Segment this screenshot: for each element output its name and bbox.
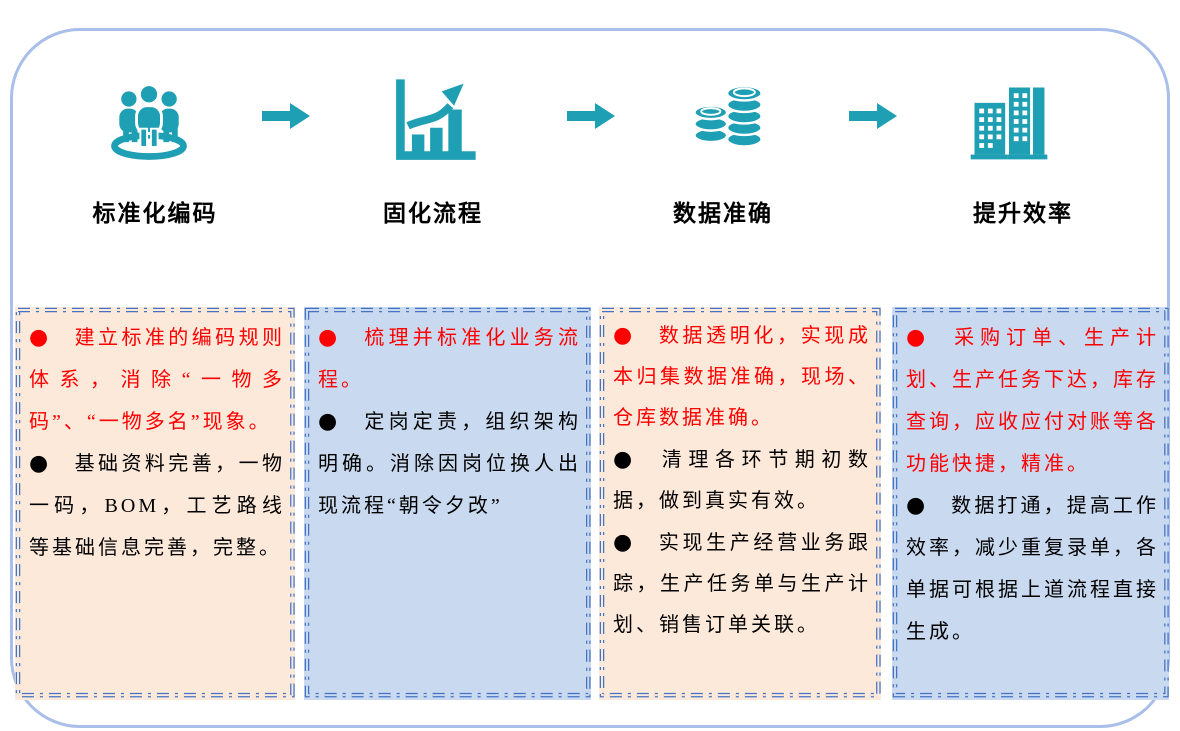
step-label-accurate-data: 数据准确 [673, 200, 773, 226]
bullet-item: ●建立标准的编码规则体系，消除“一物多码”、“一物多名”现象。 [29, 317, 285, 443]
flow-arrow-icon [849, 102, 899, 130]
bullet-dot-icon: ● [906, 493, 926, 518]
detail-box-efficiency: ●采购订单、生产计划、生产任务下达，库存查询，应收应付对账等各功能快捷，精准。 … [892, 307, 1169, 700]
detail-box-fixed-process: ●梳理并标准化业务流程。 ●定岗定责，组织架构明确。消除因岗位换人出现流程“朝令… [304, 307, 591, 700]
detail-box-accurate-data: ●数据透明化，实现成本归集数据准确，现场、仓库数据准确。 ●清理各环节期初数据，… [599, 307, 881, 700]
flow-arrow-icon [567, 102, 617, 130]
bullet-item-text: 数据透明化，实现成本归集数据准确，现场、仓库数据准确。 [613, 325, 871, 429]
bullet-item-text: 数据打通，提高工作效率，减少重复录单，各单据可根据上道流程直接生成。 [906, 495, 1160, 643]
detail-box-standard-coding: ●建立标准的编码规则体系，消除“一物多码”、“一物多名”现象。 ●基础资料完善，… [15, 307, 295, 700]
bullet-item-text: 基础资料完善，一物一码，BOM，工艺路线等基础信息完善，完整。 [29, 453, 285, 559]
bullet-item-text: 定岗定责，组织架构明确。消除因岗位换人出现流程“朝令夕改” [318, 411, 582, 517]
flow-arrow-icon [262, 102, 312, 130]
bullet-item-text: 实现生产经营业务跟踪，生产任务单与生产计划、销售订单关联。 [613, 532, 871, 636]
box-content: ●采购订单、生产计划、生产任务下达，库存查询，应收应付对账等各功能快捷，精准。 … [892, 307, 1169, 653]
bullet-dot-icon: ● [906, 325, 929, 350]
bullet-item-text: 采购订单、生产计划、生产任务下达，库存查询，应收应付对账等各功能快捷，精准。 [906, 327, 1159, 475]
bullet-item: ●数据透明化，实现成本归集数据准确，现场、仓库数据准确。 [613, 315, 871, 439]
box-content: ●梳理并标准化业务流程。 ●定岗定责，组织架构明确。消除因岗位换人出现流程“朝令… [304, 307, 591, 527]
step-label-efficiency: 提升效率 [973, 200, 1073, 226]
bullet-dot-icon: ● [318, 325, 339, 350]
bullet-item: ●实现生产经营业务跟踪，生产任务单与生产计划、销售订单关联。 [613, 522, 871, 646]
bullet-item: ●基础资料完善，一物一码，BOM，工艺路线等基础信息完善，完整。 [29, 443, 285, 569]
bullet-item-text: 梳理并标准化业务流程。 [318, 327, 582, 391]
buildings-icon [963, 76, 1055, 168]
bullet-dot-icon: ● [613, 447, 636, 472]
bullet-item: ●定岗定责，组织架构明确。消除因岗位换人出现流程“朝令夕改” [318, 401, 581, 527]
box-content: ●建立标准的编码规则体系，消除“一物多码”、“一物多名”现象。 ●基础资料完善，… [15, 307, 295, 569]
bullet-item-text: 建立标准的编码规则体系，消除“一物多码”、“一物多名”现象。 [29, 327, 285, 433]
bullet-dot-icon: ● [613, 530, 633, 555]
bullet-dot-icon: ● [29, 325, 49, 350]
bullet-dot-icon: ● [613, 323, 633, 348]
bullet-item: ●数据打通，提高工作效率，减少重复录单，各单据可根据上道流程直接生成。 [906, 485, 1159, 653]
bullet-item-text: 清理各环节期初数据，做到真实有效。 [613, 449, 871, 512]
bullet-item: ●梳理并标准化业务流程。 [318, 317, 581, 401]
bullet-item: ●采购订单、生产计划、生产任务下达，库存查询，应收应付对账等各功能快捷，精准。 [906, 317, 1159, 485]
step-label-standard-coding: 标准化编码 [92, 200, 218, 226]
bullet-dot-icon: ● [318, 409, 339, 434]
bullet-dot-icon: ● [29, 451, 49, 476]
coin-stacks-icon [683, 76, 775, 168]
people-group-icon [103, 76, 195, 168]
bar-chart-growth-icon [387, 76, 479, 168]
step-label-fixed-process: 固化流程 [383, 200, 483, 226]
bullet-item: ●清理各环节期初数据，做到真实有效。 [613, 439, 871, 522]
box-content: ●数据透明化，实现成本归集数据准确，现场、仓库数据准确。 ●清理各环节期初数据，… [599, 307, 881, 646]
